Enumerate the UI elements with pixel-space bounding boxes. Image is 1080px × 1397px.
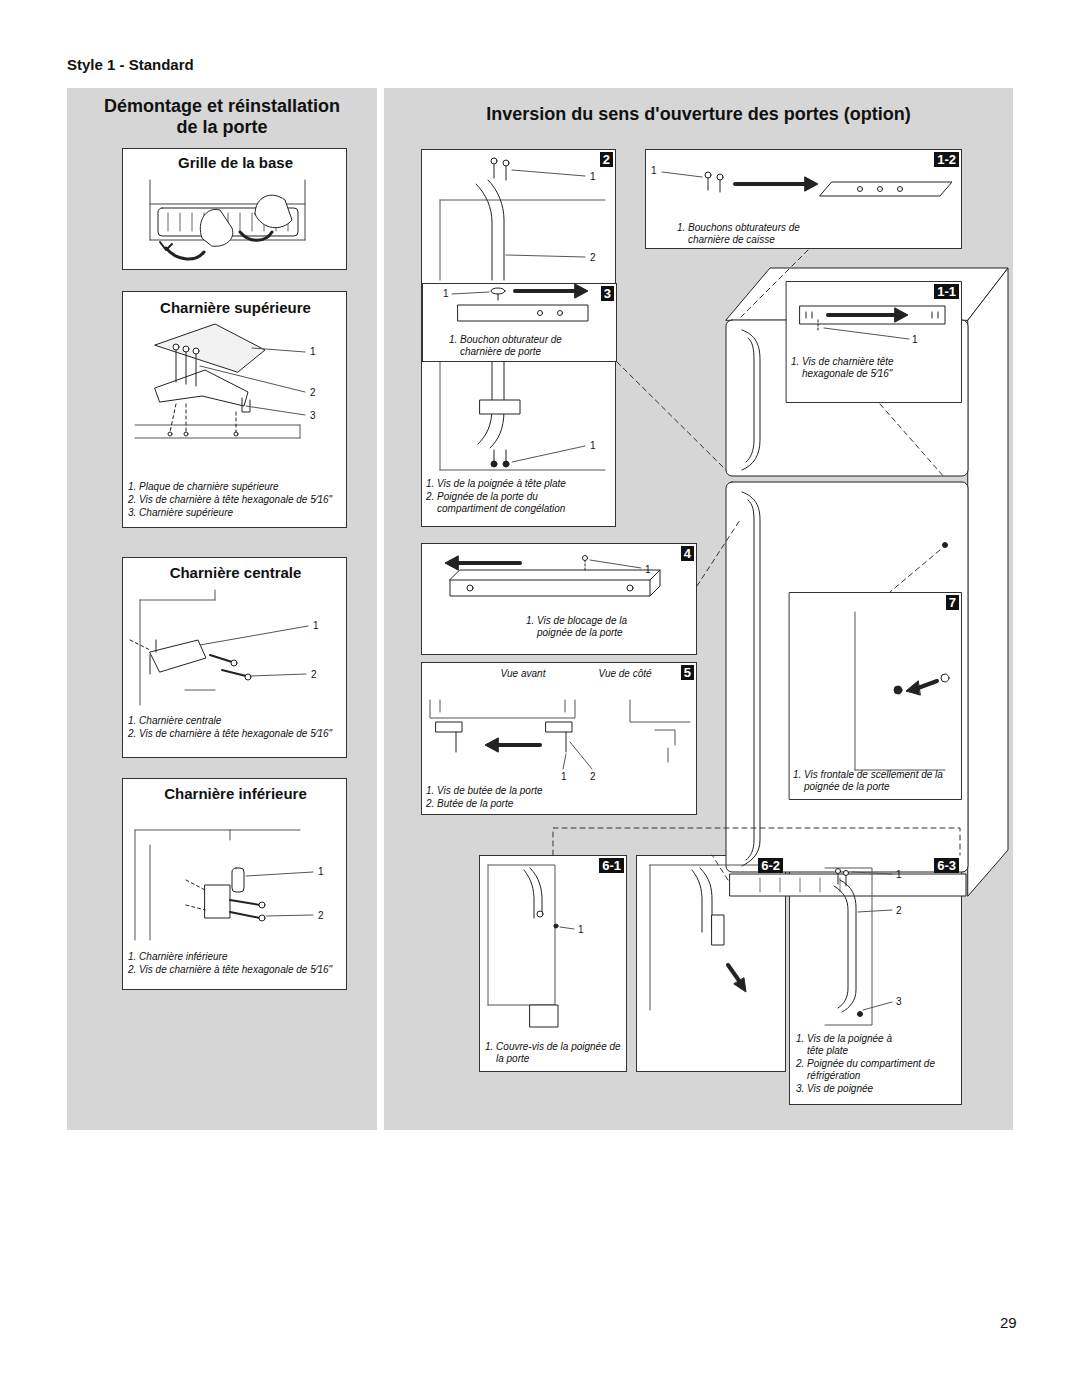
callout-number: 2 (896, 905, 902, 917)
caption-text: 1. Plaque de charnière supérieure (128, 481, 346, 493)
step-number: 4 (681, 546, 694, 561)
callout-number: 1 (590, 171, 596, 183)
caption-text: 2. Butée de la porte (426, 798, 646, 810)
caption-text: Vue de côté (585, 668, 665, 680)
caption-text: 1. Bouchons obturateurs de charnière de … (677, 222, 822, 246)
caption-text: 2. Poignée du compartiment de réfrigérat… (796, 1058, 958, 1082)
step-number: 3 (601, 286, 614, 301)
callout-number: 1 (896, 869, 902, 881)
box-heading: Charnière centrale (123, 564, 348, 582)
callout-number: 1 (912, 334, 918, 346)
caption-text: Vue avant (483, 668, 563, 680)
section-heading: Inversion du sens d'ouverture des portes… (400, 104, 997, 125)
page-title: Style 1 - Standard (67, 56, 194, 74)
caption-text: 3. Vis de poignée (796, 1083, 958, 1095)
callout-number: 2 (590, 252, 596, 264)
caption-text: 1. Bouchon obturateur de charnière de po… (449, 334, 584, 358)
callout-number: 2 (311, 669, 317, 681)
step-number: 1-1 (934, 284, 959, 299)
callout-number: 1 (651, 165, 657, 177)
step-number: 7 (946, 595, 959, 610)
step-box: 3 1. Bouchon obturateur de charnière de p… (422, 283, 617, 362)
step-box: 4 1. Vis de blocage de la poignée de la p… (421, 543, 697, 655)
callout-number: 1 (310, 346, 316, 358)
page-number: 29 (1000, 1314, 1017, 1331)
callout-number: 2 (590, 771, 596, 783)
caption-text: 1. Vis frontale de scellement de la poig… (793, 769, 961, 793)
step-box: 1-2 1. Bouchons obturateurs de charnière … (645, 149, 962, 249)
caption-text: 1. Vis de butée de la porte (426, 785, 646, 797)
step-number: 6-2 (758, 858, 783, 873)
caption-text: 2. Poignée de la porte du compartiment d… (426, 491, 601, 515)
figure-box: Charnière supérieure 1. Plaque de charniè… (122, 291, 347, 528)
callout-number: 3 (896, 996, 902, 1008)
caption-text: 1. Vis de la poignée à tête plate (426, 478, 614, 490)
step-number: 6-3 (934, 858, 959, 873)
callout-number: 3 (310, 410, 316, 422)
caption-text: 2. Vis de charnière à tête hexagonale de… (128, 494, 346, 506)
caption-text: 1. Vis de charnière tête hexagonale de 5… (791, 356, 941, 380)
section-heading: Démontage et réinstallation de la porte (91, 96, 353, 138)
box-heading: Charnière inférieure (123, 785, 348, 803)
caption-text: 3. Charnière supérieure (128, 507, 346, 519)
caption-text: 1. Vis de la poignée à tête plate (796, 1033, 908, 1057)
step-number: 2 (600, 152, 613, 167)
callout-number: 2 (318, 910, 324, 922)
caption-text: 2. Vis de charnière à tête hexagonale de… (128, 964, 346, 976)
callout-number: 1 (561, 771, 567, 783)
callout-number: 1 (645, 564, 651, 576)
step-number: 1-2 (934, 152, 959, 167)
callout-number: 1 (318, 866, 324, 878)
caption-text: 1. Vis de blocage de la poignée de la po… (526, 615, 648, 639)
caption-text: 2. Vis de charnière à tête hexagonale de… (128, 728, 346, 740)
callout-number: 2 (310, 387, 316, 399)
step-number: 5 (681, 665, 694, 680)
callout-number: 1 (313, 620, 319, 632)
step-number: 6-1 (599, 858, 624, 873)
caption-text: 1. Charnière centrale (128, 715, 346, 727)
caption-text: 1. Charnière inférieure (128, 951, 346, 963)
callout-number: 1 (590, 440, 596, 452)
step-box: 6-1 1. Couvre-vis de la poignée de la por… (479, 855, 627, 1072)
box-heading: Grille de la base (123, 154, 348, 172)
caption-text: 1. Couvre-vis de la poignée de la porte (485, 1041, 623, 1065)
step-box: 5 Vue avant Vue de côté 1. Vis de butée de … (421, 662, 697, 815)
callout-number: 1 (578, 924, 584, 936)
box-heading: Charnière supérieure (123, 299, 348, 317)
callout-number: 1 (443, 288, 449, 300)
